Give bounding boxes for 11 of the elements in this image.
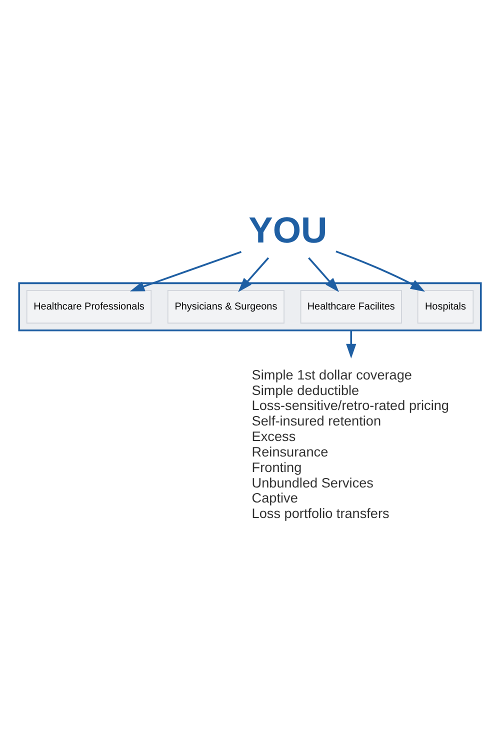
arrow — [238, 256, 270, 292]
node-box: Healthcare Facilites — [300, 290, 402, 324]
node-text: YOU — [248, 208, 328, 250]
arrow — [130, 250, 242, 291]
arrow — [336, 250, 426, 292]
node-box: Healthcare Professionals — [26, 290, 152, 324]
arrow — [346, 330, 356, 358]
node-text: Simple 1st dollar coverage Simple deductible Loss-sensitive/retro-rated pricing Self-insured retention Excess Reinsurance Fronting Unbundled Services Captive Loss portfolio transfers — [252, 366, 450, 521]
node-box: Physicians & Surgeons — [167, 290, 284, 324]
node-box: Hospitals — [417, 290, 474, 324]
arrow — [308, 256, 339, 292]
